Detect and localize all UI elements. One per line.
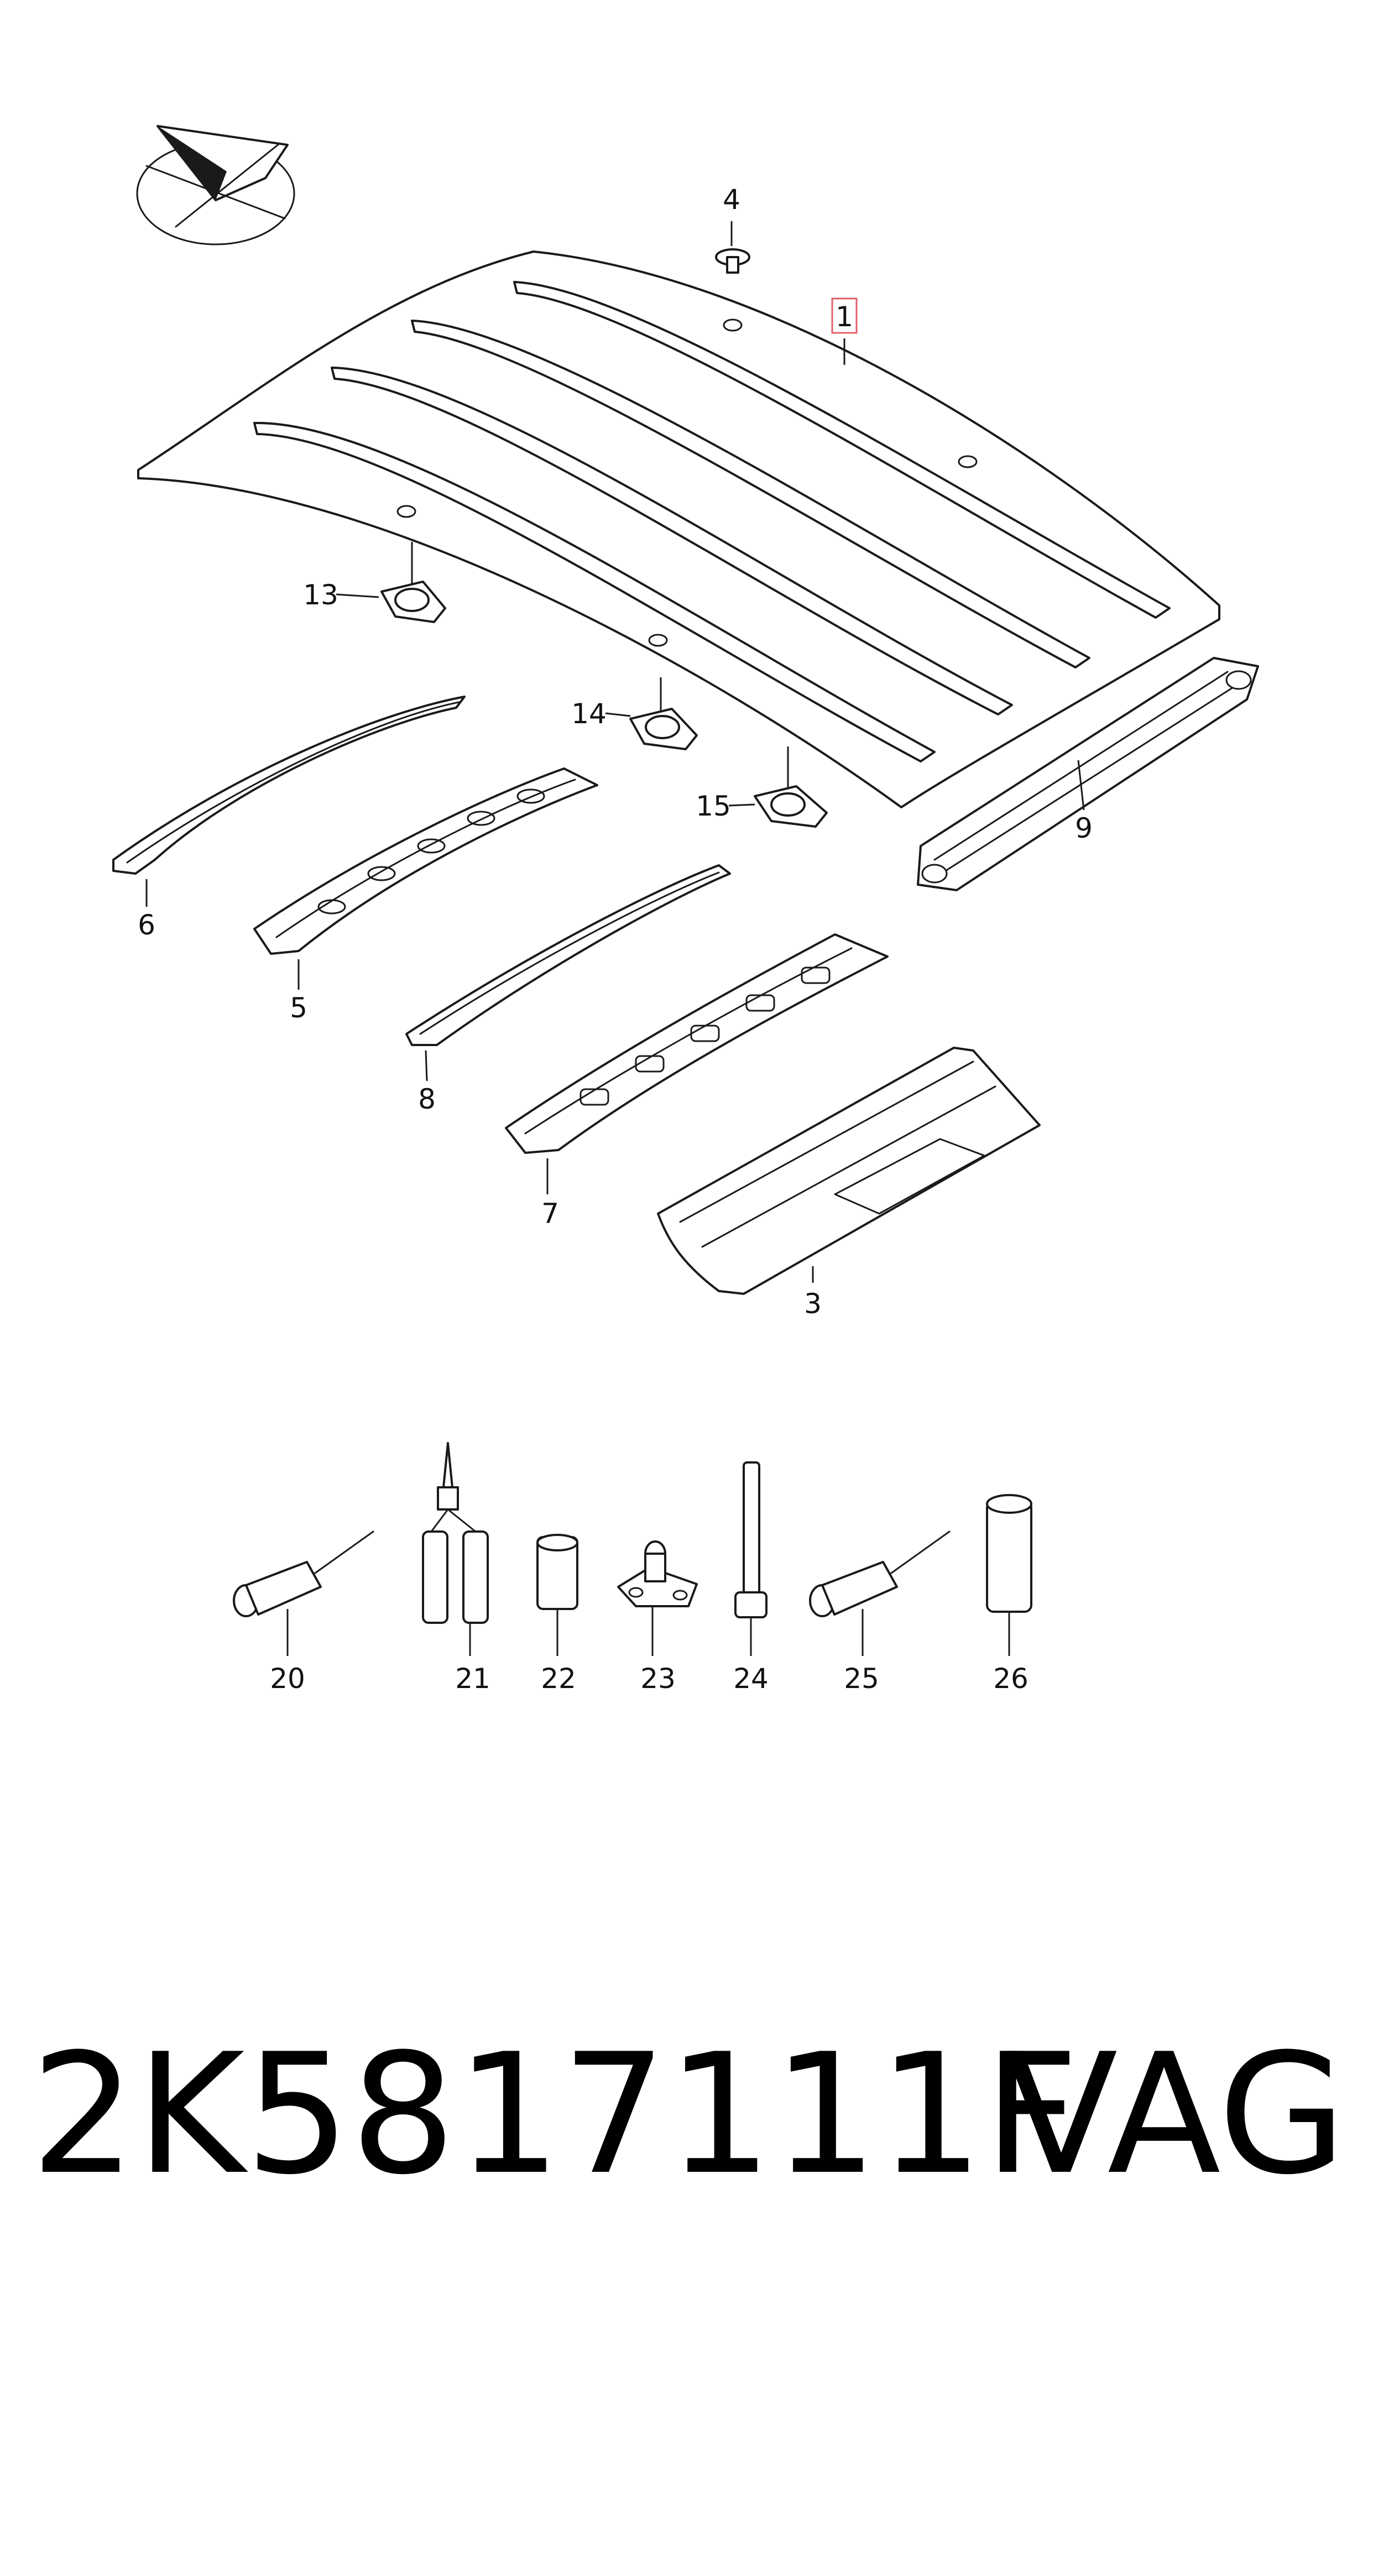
orientation-compass-icon <box>136 125 295 245</box>
callout-24: 24 <box>733 1663 769 1695</box>
roof-bracket <box>629 708 698 750</box>
callout-25: 25 <box>844 1663 879 1695</box>
roof-bow <box>405 864 731 1046</box>
roof-bracket <box>380 581 446 623</box>
callout-21: 21 <box>455 1663 490 1695</box>
tool-dual-cartridge <box>422 1442 489 1624</box>
callout-20: 20 <box>270 1663 305 1695</box>
roof-panel <box>137 250 1220 808</box>
roof-bow <box>505 933 889 1154</box>
leader-lines <box>145 221 1085 1656</box>
tool-cartridge <box>536 1534 578 1610</box>
callout-7: 7 <box>541 1198 559 1230</box>
callout-13: 13 <box>303 579 338 611</box>
callout-14: 14 <box>571 698 607 730</box>
callout-1: 1 <box>836 301 853 333</box>
rear-header-panel <box>657 1047 1041 1295</box>
highlight-box <box>831 297 858 334</box>
tool-cartridge-tall <box>986 1494 1032 1613</box>
tool-applicator <box>809 1530 951 1617</box>
callout-5: 5 <box>290 992 307 1024</box>
cross-member <box>917 657 1259 891</box>
callout-26: 26 <box>993 1663 1029 1695</box>
parts-diagram: 1 3 4 5 6 7 8 9 13 14 15 20 21 22 23 24 … <box>112 125 1259 1695</box>
footer: 2K5817111F VAG <box>30 2024 1346 2206</box>
callout-22: 22 <box>541 1663 576 1695</box>
roof-bow <box>112 696 466 875</box>
callout-6: 6 <box>138 909 155 941</box>
brand-name: VAG <box>1004 2018 1346 2211</box>
part-number: 2K5817111F <box>30 2018 1079 2211</box>
callout-23: 23 <box>640 1663 676 1695</box>
tool-applicator <box>233 1530 374 1617</box>
tool-pin <box>734 1461 768 1618</box>
tool-stud-plate <box>617 1540 698 1607</box>
callout-3: 3 <box>804 1288 822 1320</box>
roof-bracket <box>754 785 828 828</box>
callout-4: 4 <box>723 184 740 216</box>
callout-9: 9 <box>1075 812 1093 844</box>
callout-15: 15 <box>696 790 731 822</box>
callout-8: 8 <box>418 1083 436 1115</box>
roof-bow <box>253 767 598 955</box>
rivet-part <box>715 248 750 274</box>
